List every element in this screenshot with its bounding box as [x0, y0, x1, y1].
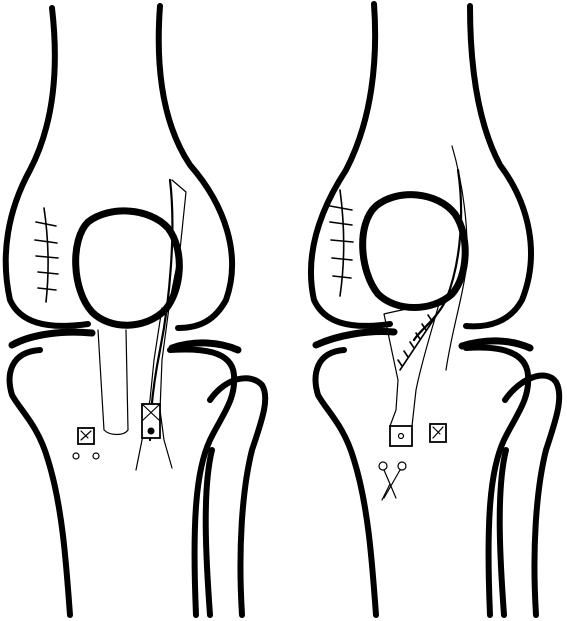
left-patella — [76, 211, 180, 325]
left-joint-line-left — [12, 332, 92, 345]
left-knee-panel — [6, 6, 266, 615]
right-fibula — [500, 376, 560, 615]
left-graft-strip-medial — [98, 330, 128, 435]
right-suture-icon — [330, 190, 353, 296]
right-knee-panel — [311, 4, 559, 615]
left-fibula — [206, 378, 266, 615]
left-suture-icon — [35, 208, 58, 302]
scissors-icon — [379, 462, 406, 500]
right-fixation-screw-icon-1 — [390, 426, 412, 446]
right-graft-suture-line — [398, 315, 436, 370]
right-tibia — [316, 348, 529, 615]
right-fixation-screw-icon-2 — [430, 424, 446, 442]
left-fixation-screw-icon-2 — [142, 404, 160, 438]
left-tibia — [10, 349, 235, 615]
left-femur — [6, 6, 232, 328]
left-fixation-screw-icon-1 — [73, 428, 99, 459]
right-joint-line-left — [316, 332, 394, 345]
